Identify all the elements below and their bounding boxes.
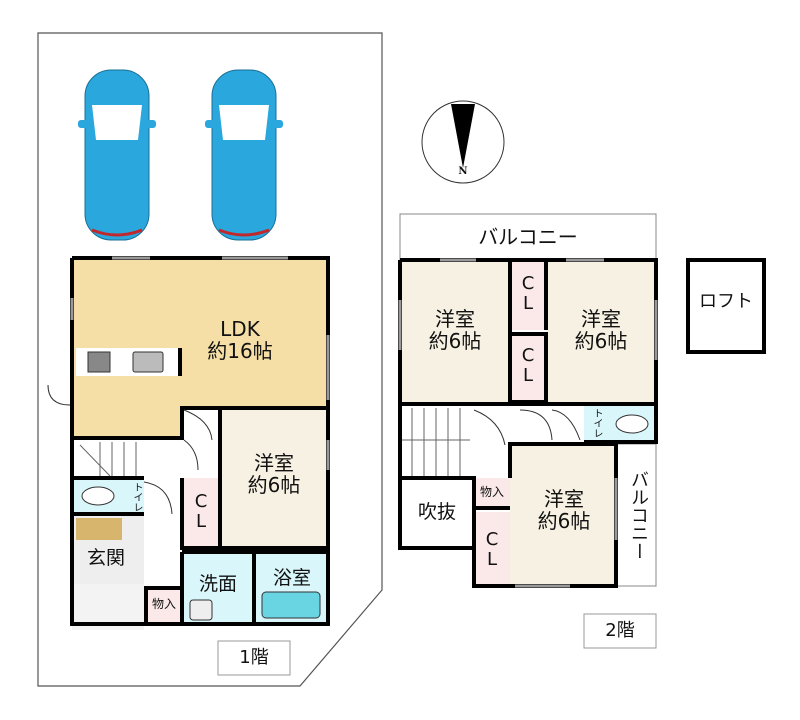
room-size: 約6帖 (247, 473, 301, 497)
western-room-2f-bottom: 洋室 約6帖 (512, 488, 616, 532)
ldk-label: LDK 約16帖 (180, 318, 300, 362)
room-size: 約6帖 (537, 509, 591, 533)
toilet-2f: トイレ (591, 408, 602, 438)
closet-1f: C L (194, 491, 208, 532)
loft-label: ロフト (699, 291, 753, 312)
room-name: 洋室 (581, 307, 621, 331)
bathroom-label: 浴室 (272, 567, 311, 589)
western-room-2f-right: 洋室 約6帖 (548, 308, 654, 352)
floor1-label: 1階 (239, 647, 269, 668)
floor2-label: 2階 (605, 620, 635, 641)
room-name: 洋室 (254, 451, 294, 475)
room-size: 約6帖 (574, 329, 628, 353)
closet-2f-bottom: C L (485, 529, 499, 570)
compass-icon (421, 100, 505, 184)
balcony-top-label: バルコニー (478, 225, 578, 249)
room-size: 約6帖 (428, 329, 482, 353)
compass-north-label: N (458, 166, 468, 177)
entrance-label: 玄関 (86, 547, 125, 569)
void-label: 吹抜 (417, 501, 456, 523)
room-name: 洋室 (544, 487, 584, 511)
balcony-side-label: バルコニー (628, 470, 649, 560)
car-icon (205, 69, 283, 241)
ldk-name: LDK (220, 317, 260, 341)
room-name: 洋室 (435, 307, 475, 331)
western-room-1f: 洋室 約6帖 (222, 452, 326, 496)
storage-1f: 物入 (151, 597, 176, 611)
ldk-size: 約16帖 (207, 339, 273, 363)
lot-boundary (37, 32, 383, 687)
closet-2f-middle: C L (521, 345, 535, 386)
toilet-1f: トイレ (131, 482, 142, 512)
closet-2f-top: C L (521, 273, 535, 314)
car-icon (78, 69, 156, 241)
western-room-2f-left: 洋室 約6帖 (402, 308, 508, 352)
storage-2f: 物入 (479, 485, 504, 499)
washroom-label: 洗面 (198, 573, 237, 595)
